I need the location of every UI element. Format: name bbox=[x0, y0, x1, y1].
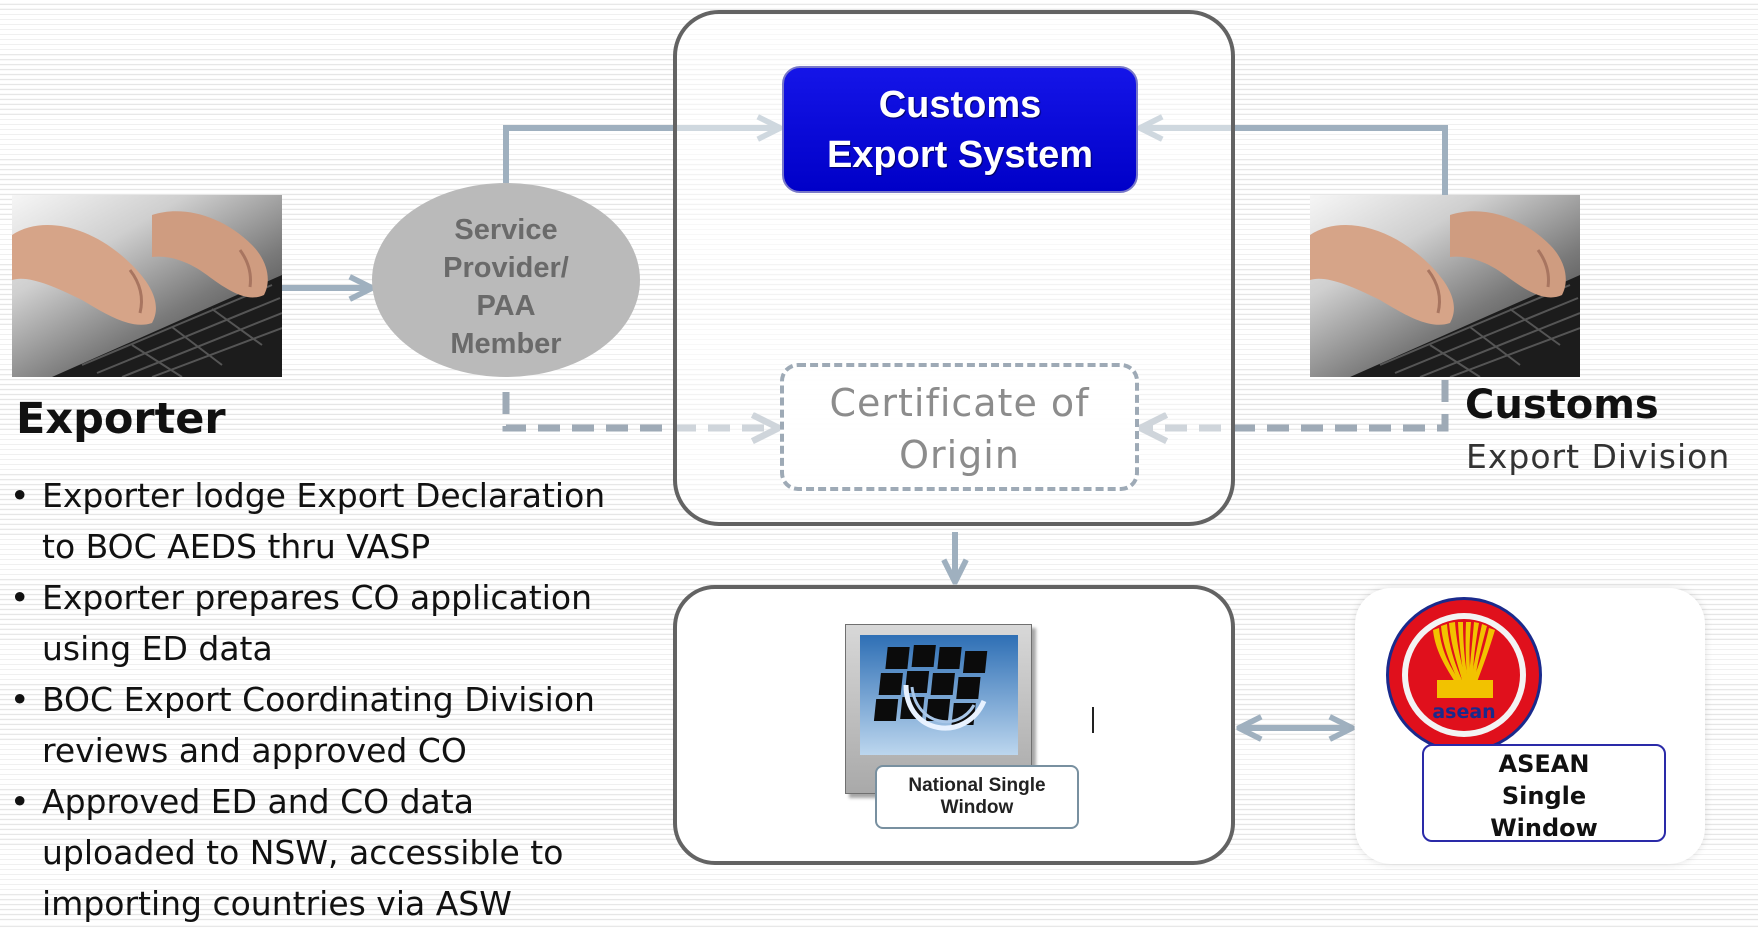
exporter-keyboard-photo bbox=[12, 195, 282, 377]
certificate-of-origin-node: Certificate of Origin bbox=[780, 363, 1139, 491]
exporter-title: Exporter bbox=[16, 394, 226, 444]
nsw-label-line-2: Window bbox=[940, 797, 1014, 818]
text-cursor bbox=[1092, 707, 1094, 733]
bullet-line: Exporter lodge Export Declaration bbox=[42, 476, 606, 515]
bullet-line: Exporter prepares CO application bbox=[42, 578, 593, 617]
customs-export-system-line-2: Export System bbox=[826, 134, 1094, 176]
customs-export-system-line-1: Customs bbox=[878, 84, 1042, 126]
service-provider-line-3: PAA bbox=[476, 290, 536, 322]
national-single-window-label: National Single Window bbox=[875, 765, 1079, 829]
service-provider-line-2: Provider/ bbox=[443, 252, 569, 284]
arrow-customs-division-to-system bbox=[1142, 128, 1448, 196]
service-provider-line-1: Service bbox=[454, 214, 558, 246]
keyboard-typing-icon bbox=[1310, 211, 1580, 377]
bullet-line: importing countries via ASW bbox=[42, 884, 512, 923]
process-bullet-list: Exporter lodge Export Declaration to BOC… bbox=[8, 470, 648, 929]
bullet-line: using ED data bbox=[42, 629, 273, 668]
asw-label-line-3: Window bbox=[1490, 814, 1598, 842]
customs-title: Customs bbox=[1465, 382, 1659, 428]
bullet-item: Exporter prepares CO application using E… bbox=[8, 572, 648, 674]
bullet-item: Approved ED and CO data uploaded to NSW,… bbox=[8, 776, 648, 929]
nsw-grid-icon bbox=[845, 624, 1032, 794]
keyboard-typing-icon bbox=[12, 211, 282, 377]
service-provider-line-4: Member bbox=[450, 328, 562, 360]
asean-emblem-icon: asean bbox=[1386, 597, 1542, 753]
service-provider-node: Service Provider/ PAA Member bbox=[372, 183, 640, 377]
asw-label-line-1: ASEAN bbox=[1498, 750, 1590, 778]
customs-export-system-node: Customs Export System bbox=[782, 66, 1138, 193]
asean-single-window-label: ASEAN Single Window bbox=[1422, 744, 1666, 842]
arrow-customs-division-to-certificate bbox=[1143, 380, 1449, 428]
bullet-line: uploaded to NSW, accessible to bbox=[42, 833, 564, 872]
bullet-line: reviews and approved CO bbox=[42, 731, 467, 770]
nsw-label-line-1: National Single bbox=[908, 775, 1046, 796]
customs-subtitle: Export Division bbox=[1466, 437, 1731, 476]
certificate-of-origin-line-1: Certificate of bbox=[829, 381, 1090, 425]
certificate-of-origin-line-2: Origin bbox=[899, 433, 1020, 477]
customs-keyboard-photo bbox=[1310, 195, 1580, 377]
bullet-item: Exporter lodge Export Declaration to BOC… bbox=[8, 470, 648, 572]
bullet-line: to BOC AEDS thru VASP bbox=[42, 527, 431, 566]
bullet-item: BOC Export Coordinating Division reviews… bbox=[8, 674, 648, 776]
asean-logo-text: asean bbox=[1432, 701, 1495, 723]
bullet-line: Approved ED and CO data bbox=[42, 782, 474, 821]
bullet-line: BOC Export Coordinating Division bbox=[42, 680, 595, 719]
asw-label-line-2: Single bbox=[1501, 782, 1587, 810]
